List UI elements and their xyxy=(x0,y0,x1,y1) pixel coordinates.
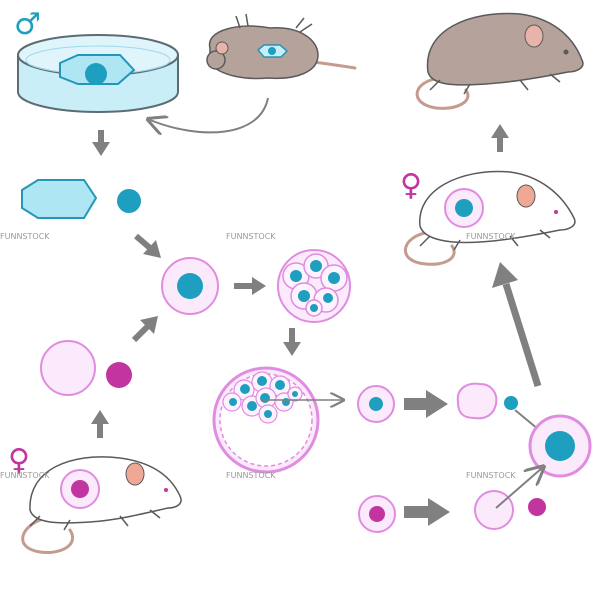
donor-nucleus xyxy=(117,189,141,213)
donor-mouse-brown xyxy=(206,13,357,80)
arrow-surrogate-to-clone xyxy=(491,124,509,152)
magenta-nucleus-discarded xyxy=(528,498,546,516)
donor-cell-on-mouse xyxy=(256,44,289,58)
egg-cell-enucleated xyxy=(40,340,96,396)
arrow-egg-to-morula xyxy=(234,277,266,295)
watermark-5: FUNNSTOCK xyxy=(226,471,276,480)
female-symbol-egg-donor: ♀ xyxy=(8,443,30,478)
surrogate-mouse-white xyxy=(404,170,576,266)
blue-nucleus-separated xyxy=(504,396,518,410)
egg-donor-mouse-white xyxy=(21,456,182,555)
arrow-combined-to-surrogate xyxy=(492,262,542,388)
arrow-egg-to-fusion xyxy=(131,316,158,343)
enucleated-host-cell xyxy=(456,382,498,420)
watermark-3: FUNNSTOCK xyxy=(466,232,516,241)
arrow-morula-to-blastocyst xyxy=(283,328,301,356)
embryonic-stem-cell xyxy=(357,385,395,423)
surrogate-embryo-cell xyxy=(444,188,484,228)
female-symbol-surrogate: ♀ xyxy=(400,168,422,203)
arrow-egg-to-combined xyxy=(495,468,542,509)
reconstructed-egg-cell xyxy=(161,257,219,315)
arrow-nucleus-to-egg xyxy=(134,233,161,258)
watermark-6: FUNNSTOCK xyxy=(466,471,516,480)
somatic-cell-in-dish xyxy=(59,54,136,85)
arrow-dish-down xyxy=(92,130,110,156)
arrow-egg-lower-to-split xyxy=(404,498,450,526)
donor-cell-enucleated-shape xyxy=(21,179,98,219)
enucleated-egg-lower xyxy=(474,490,514,530)
cloned-mouse-brown xyxy=(415,12,584,110)
egg-nucleus xyxy=(106,362,132,388)
arrow-stem-cell-to-split xyxy=(404,390,448,418)
petri-dish xyxy=(17,34,179,113)
combined-cell xyxy=(528,414,592,478)
blastocyst xyxy=(212,366,320,474)
male-symbol: ♂ xyxy=(14,7,41,42)
morula-embryo xyxy=(277,249,351,323)
arrow-mouse-to-dish xyxy=(150,97,269,132)
arrow-egg-donor-up xyxy=(91,410,109,438)
watermark-1: FUNNSTOCK xyxy=(0,232,50,241)
egg-donor-ovary-cell xyxy=(60,469,100,509)
inner-cell-mass xyxy=(222,371,303,424)
egg-cell-lower xyxy=(358,495,396,533)
watermark-2: FUNNSTOCK xyxy=(226,232,276,241)
watermark-4: FUNNSTOCK xyxy=(0,471,50,480)
